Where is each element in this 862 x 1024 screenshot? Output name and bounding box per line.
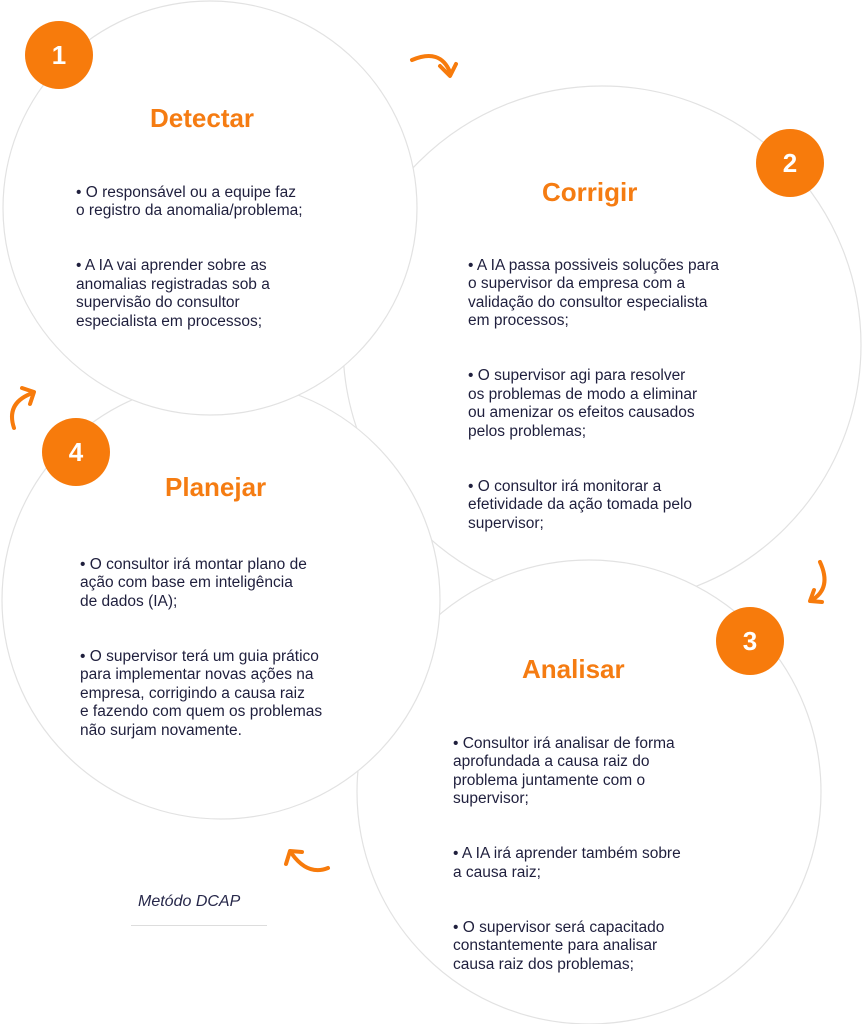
step-1-title: Detectar xyxy=(150,103,255,133)
step-4-bullet: • O consultor irá montar plano de ação c… xyxy=(80,555,307,610)
step-3-circle xyxy=(356,559,822,1024)
step-1-circle-main xyxy=(2,0,418,416)
arrow-4-to-1-icon xyxy=(10,386,36,430)
step-2-bullet: • A IA passa possiveis soluções para o s… xyxy=(468,256,719,330)
step-4-badge: 4 xyxy=(42,418,110,486)
step-3-bullet: • O supervisor será capacitado constante… xyxy=(453,918,665,973)
arrow-3-to-4-icon xyxy=(284,849,330,873)
arrow-1-to-2-icon xyxy=(410,54,458,78)
step-3-bullet: • A IA irá aprender também sobre a causa… xyxy=(453,845,681,881)
arrow-2-to-3-icon xyxy=(808,560,827,604)
step-2-body: • A IA passa possiveis soluções para o s… xyxy=(468,238,719,570)
step-3-title: Analisar xyxy=(522,654,625,684)
step-2-bullet: • O consultor irá monitorar a efetividad… xyxy=(468,477,693,532)
step-4-body: • O consultor irá montar plano de ação c… xyxy=(80,537,322,777)
step-1-body: • O responsável ou a equipe faz o regist… xyxy=(76,165,303,368)
step-2-bullet: • O supervisor agi para resolver os prob… xyxy=(468,367,698,440)
step-2-badge: 2 xyxy=(756,129,824,197)
step-1-bullet: • O responsável ou a equipe faz o regist… xyxy=(76,183,303,220)
step-2-title: Corrigir xyxy=(542,177,638,207)
caption-underline xyxy=(131,925,267,926)
step-4-title: Planejar xyxy=(165,472,267,502)
step-3-body: • Consultor irá analisar de forma aprofu… xyxy=(453,716,681,1011)
step-1-bullet: • A IA vai aprender sobre as anomalias r… xyxy=(76,257,270,330)
step-1-badge: 1 xyxy=(25,21,93,89)
diagram-caption: Metódo DCAP xyxy=(138,893,241,910)
step-3-badge: 3 xyxy=(716,607,784,675)
step-4-bullet: • O supervisor terá um guia prático para… xyxy=(80,647,323,739)
step-3-bullet: • Consultor irá analisar de forma aprofu… xyxy=(453,734,675,808)
